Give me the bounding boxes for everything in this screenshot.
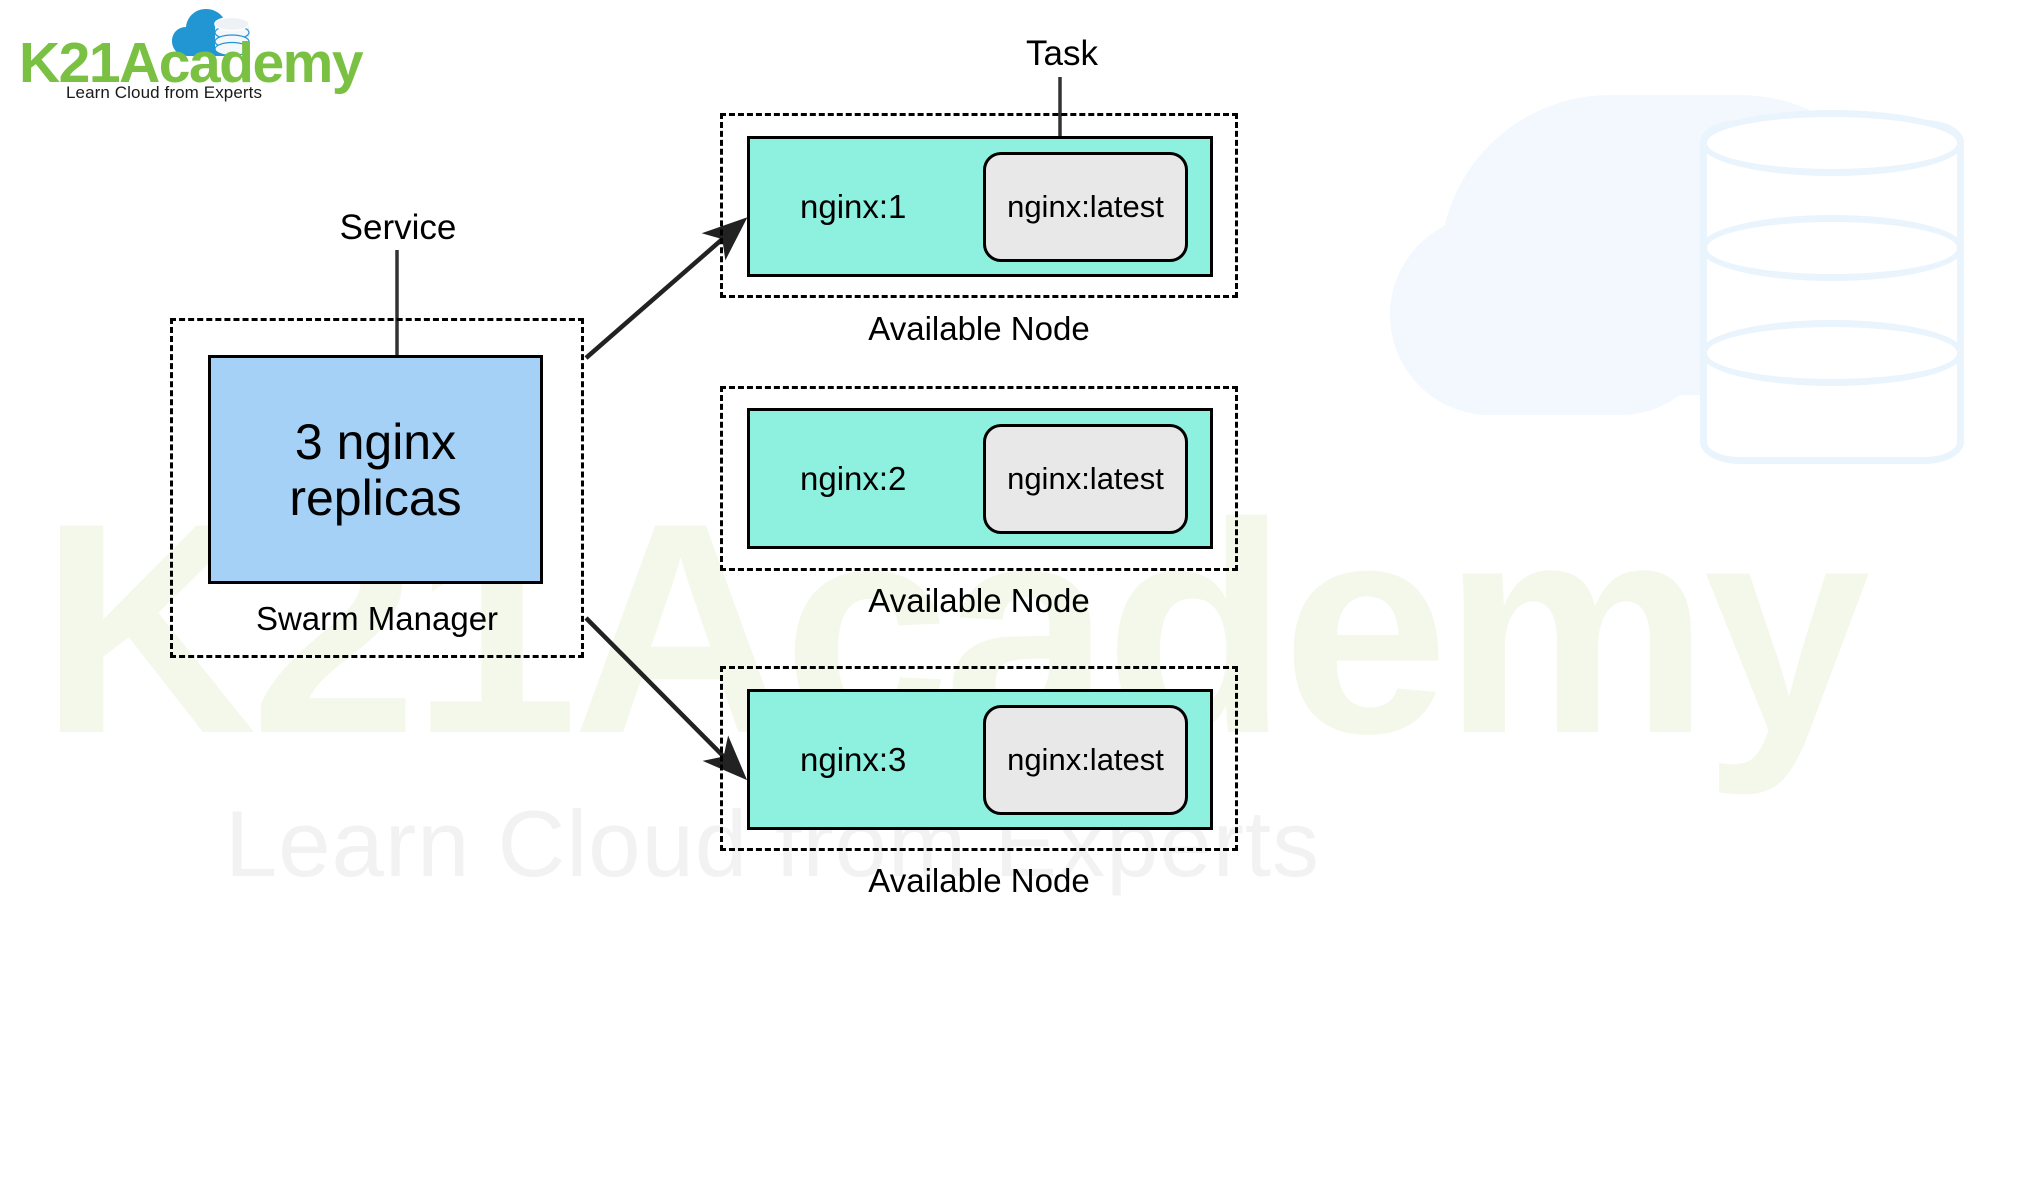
available-node-container-1 xyxy=(720,113,1238,298)
logo-wordmark: K21Academy xyxy=(19,31,364,95)
available-node-container-2 xyxy=(720,386,1238,571)
watermark-database-icon xyxy=(1700,120,1964,464)
node-image-box-1[interactable]: nginx:latest xyxy=(983,151,1188,262)
watermark-database-ring-mid xyxy=(1700,215,1964,281)
available-node-caption-2: Available Node xyxy=(868,582,1090,619)
logo-cloud-database-icon xyxy=(172,9,250,57)
node-image-label-2: nginx:latest xyxy=(1007,460,1164,496)
service-box[interactable]: 3 nginx replicas xyxy=(208,355,543,584)
swarm-manager-container xyxy=(170,318,584,658)
node-image-box-3[interactable]: nginx:latest xyxy=(983,704,1188,815)
service-box-label: 3 nginx replicas xyxy=(289,413,462,526)
arrow-service-to-node-3 xyxy=(584,616,748,781)
node-image-label-3: nginx:latest xyxy=(1007,741,1164,777)
node-task-box-1[interactable]: nginx:1 nginx:latest xyxy=(747,136,1213,277)
node-image-label-1: nginx:latest xyxy=(1007,188,1164,224)
swarm-manager-caption: Swarm Manager xyxy=(255,600,499,637)
watermark-database-ring-bottom xyxy=(1700,320,1964,386)
task-annotation-label: Task xyxy=(1026,34,1098,73)
node-task-label-3: nginx:3 xyxy=(800,740,907,778)
watermark-cloud-icon xyxy=(1440,95,1910,395)
watermark-database-ring-top xyxy=(1700,110,1964,176)
arrow-service-to-node-1 xyxy=(584,217,748,360)
node-task-box-2[interactable]: nginx:2 nginx:latest xyxy=(747,408,1213,549)
brand-logo: K21Academy Learn Cloud from Experts xyxy=(18,4,364,104)
available-node-caption-1: Available Node xyxy=(868,310,1090,347)
node-task-box-3[interactable]: nginx:3 nginx:latest xyxy=(747,689,1213,830)
watermark-cloud-icon-secondary xyxy=(1390,215,1720,415)
node-image-box-2[interactable]: nginx:latest xyxy=(983,423,1188,534)
service-annotation-label: Service xyxy=(339,208,457,247)
node-task-label-2: nginx:2 xyxy=(800,459,907,497)
node-task-label-1: nginx:1 xyxy=(800,187,907,225)
available-node-caption-3: Available Node xyxy=(868,862,1090,899)
logo-tagline: Learn Cloud from Experts xyxy=(66,83,263,102)
